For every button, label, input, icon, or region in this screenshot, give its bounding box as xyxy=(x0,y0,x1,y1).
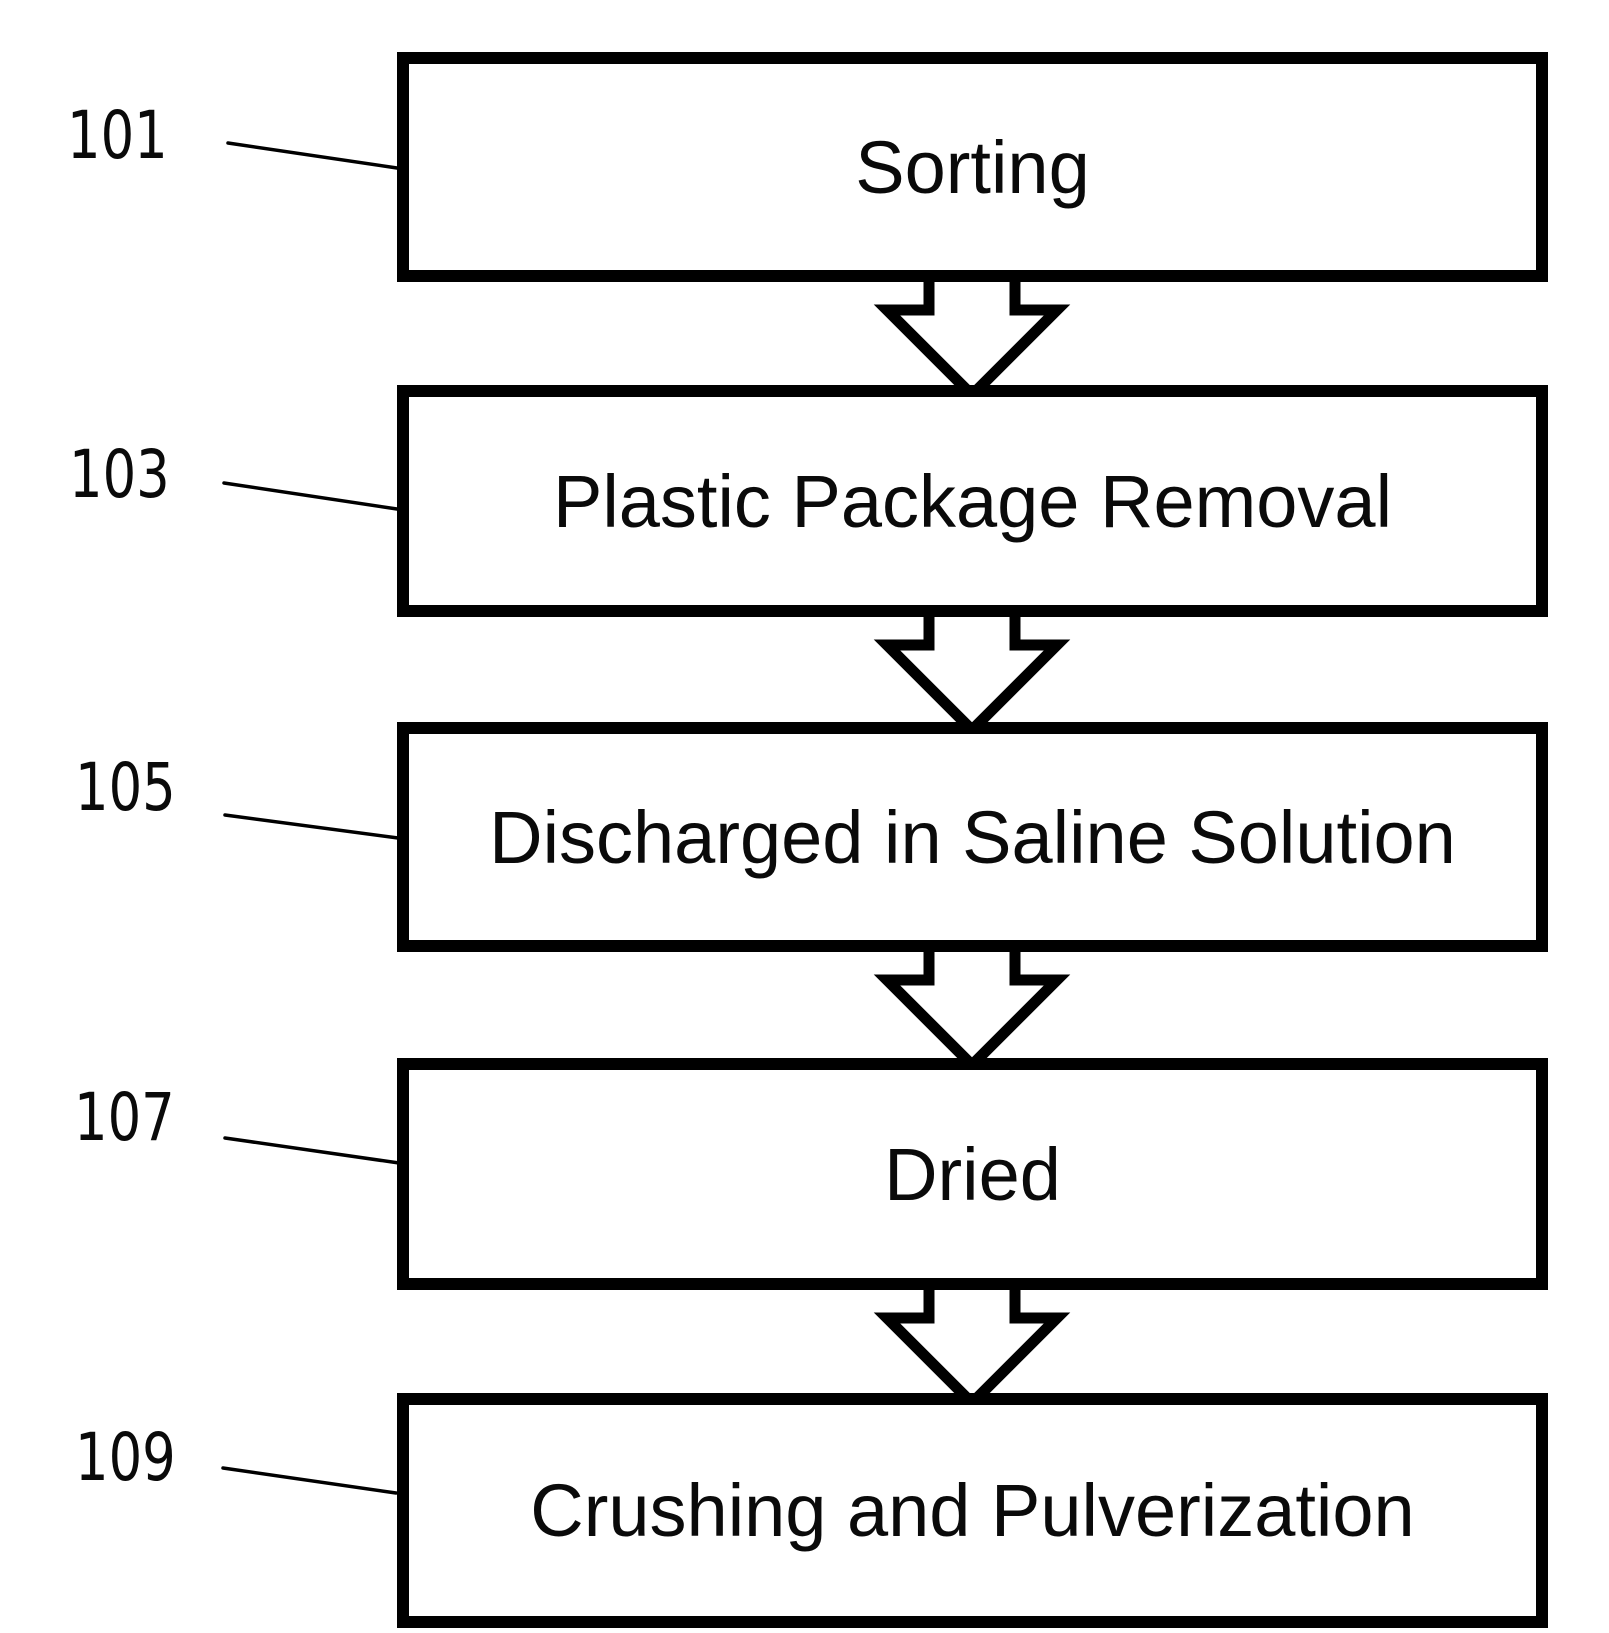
leader-line-107 xyxy=(223,1136,401,1165)
ref-label-101: 101 xyxy=(67,97,168,174)
leader-line-101 xyxy=(226,141,399,170)
leader-line-109 xyxy=(221,1466,398,1495)
down-arrow-connector-4 xyxy=(873,1290,1071,1410)
step-box-plastic-package-removal: Plastic Package Removal xyxy=(397,385,1548,617)
step-title-discharged-in-saline-solution: Discharged in Saline Solution xyxy=(489,795,1456,879)
ref-label-109: 109 xyxy=(75,1419,176,1496)
ref-label-105: 105 xyxy=(75,749,176,826)
leader-line-103 xyxy=(222,481,399,511)
step-title-sorting: Sorting xyxy=(855,125,1090,209)
leader-line-105 xyxy=(223,813,400,840)
step-box-discharged-in-saline-solution: Discharged in Saline Solution xyxy=(397,722,1548,952)
down-arrow-connector-3 xyxy=(873,952,1071,1072)
down-arrow-connector-1 xyxy=(873,282,1071,402)
step-box-dried: Dried xyxy=(397,1058,1548,1290)
down-arrow-connector-2 xyxy=(873,617,1071,737)
step-box-sorting: Sorting xyxy=(397,52,1548,282)
ref-label-103: 103 xyxy=(69,436,170,513)
step-title-dried: Dried xyxy=(884,1132,1061,1216)
step-title-plastic-package-removal: Plastic Package Removal xyxy=(552,459,1393,543)
step-title-crushing-and-pulverization: Crushing and Pulverization xyxy=(530,1469,1415,1552)
step-box-crushing-and-pulverization: Crushing and Pulverization xyxy=(397,1393,1548,1628)
ref-label-107: 107 xyxy=(74,1079,175,1156)
